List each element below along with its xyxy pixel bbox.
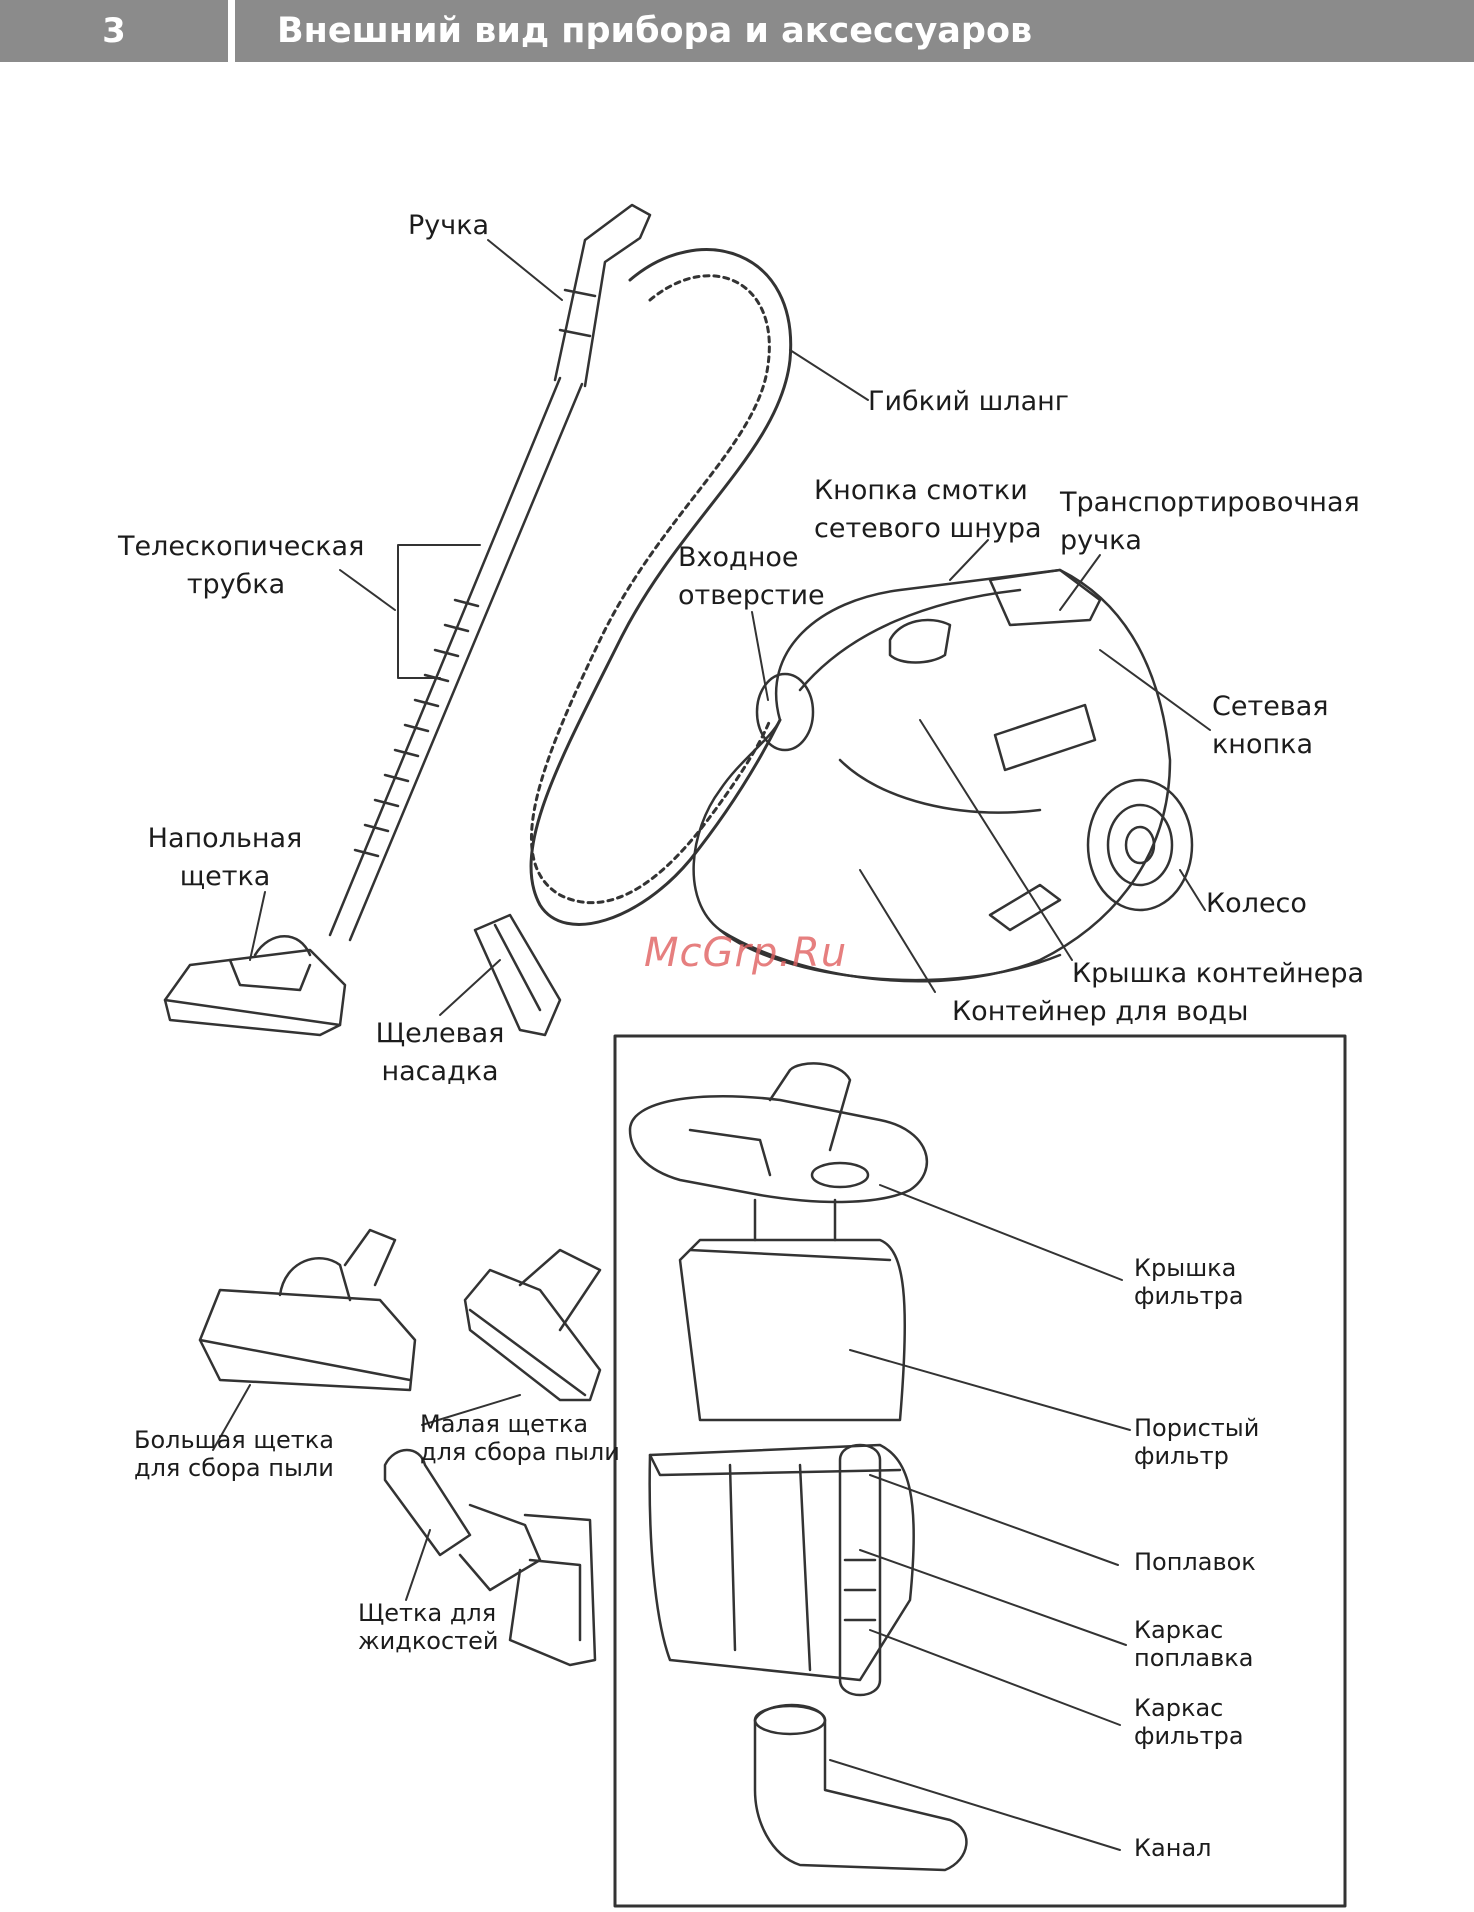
floor-brush-drawing [163, 935, 347, 1037]
page-number: 3 [102, 11, 126, 51]
big-dust-brush-drawing [198, 1228, 417, 1392]
vacuum-body-drawing [692, 568, 1194, 983]
label-water-container: Контейнер для воды [952, 996, 1249, 1027]
label-flexible-hose: Гибкий шланг [868, 386, 1069, 417]
header-divider [228, 0, 235, 62]
filter-assembly-frame [613, 1034, 1347, 1908]
watermark: McGrp.Ru [644, 930, 848, 976]
label-float: Поплавок [1134, 1548, 1256, 1576]
page-title: Внешний вид прибора и аксессуаров [277, 11, 1033, 51]
label-container-lid: Крышка контейнера [1072, 958, 1365, 989]
label-handle: Ручка [408, 210, 490, 241]
page-header: 3 Внешний вид прибора и аксессуаров [0, 0, 1474, 62]
flexible-hose-drawing [529, 248, 793, 926]
label-wheel: Колесо [1206, 888, 1307, 919]
telescopic-tube-drawing [328, 203, 652, 942]
liquid-brush-drawing [383, 1448, 597, 1667]
small-dust-brush-drawing [463, 1248, 602, 1402]
leader-lines [212, 239, 1211, 1851]
label-channel: Канал [1134, 1834, 1212, 1862]
filter-assembly-drawing [628, 1062, 968, 1872]
crevice-nozzle-drawing [473, 913, 562, 1037]
